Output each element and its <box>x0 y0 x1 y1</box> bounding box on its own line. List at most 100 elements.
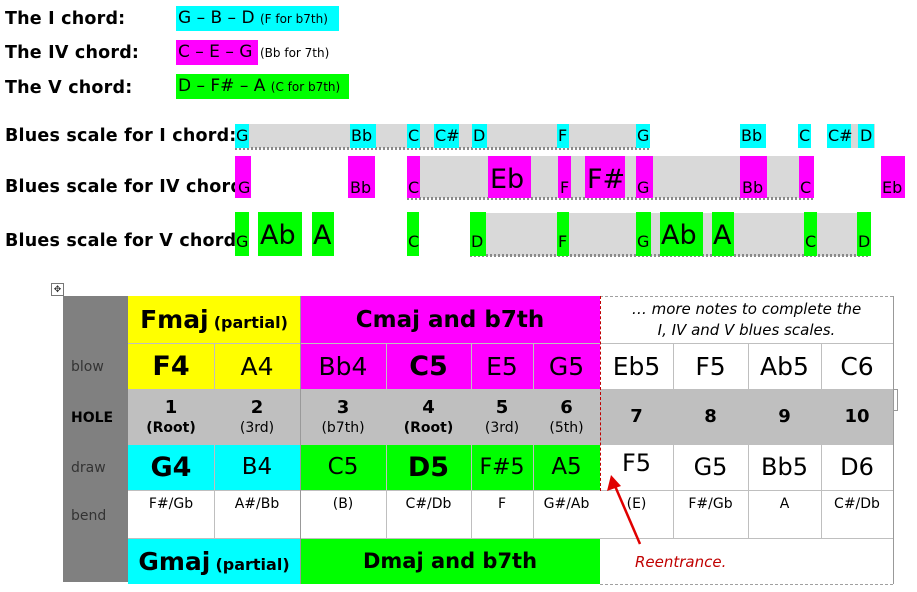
scale-v-hl <box>636 212 651 256</box>
hole-cell: 9 <box>748 389 821 444</box>
row-label-hole: HOLE <box>71 410 114 426</box>
draw-note: Bb5 <box>761 453 808 481</box>
bend-note: (B) <box>332 496 354 512</box>
more-notes-line1: … more notes to complete the <box>631 299 862 318</box>
grid-line <box>600 584 893 585</box>
hole-number: 7 <box>630 405 643 427</box>
hole-number: 4 <box>422 396 435 418</box>
scale-i-label: Blues scale for I chord: <box>5 126 237 146</box>
hole-cell: 2(3rd) <box>214 389 300 444</box>
blow-note: Bb4 <box>318 351 368 381</box>
hole-cell: 1(Root) <box>128 389 214 444</box>
scale-v-note: C <box>408 232 420 251</box>
hole-cell: 6(5th) <box>533 389 600 444</box>
scale-i-note: C# <box>828 126 853 145</box>
scale-iv-hl <box>348 156 375 198</box>
dmaj-title: Dmaj and b7th <box>362 549 538 573</box>
scale-i-hl <box>407 124 420 148</box>
grid-line <box>673 343 674 538</box>
scale-v-note: A <box>313 220 332 251</box>
hole-number: 5 <box>495 396 509 418</box>
scale-v-note: G <box>236 232 249 251</box>
scale-v-hl <box>235 212 249 256</box>
grid-line <box>748 343 749 538</box>
cmaj-group-cell: Cmaj and b7th <box>300 296 600 343</box>
scale-iv-hl <box>235 156 251 198</box>
scale-i-note: F <box>558 126 568 145</box>
bend-note: G#/Ab <box>543 496 590 512</box>
hole-cell: 7 <box>600 389 673 444</box>
reentrance-arrow-icon <box>607 475 642 545</box>
hole-cell: 4(Root) <box>386 389 471 444</box>
blow-note: Ab5 <box>760 351 809 381</box>
iv-chord-extra: (Bb for 7th) <box>260 46 330 60</box>
scale-iv-squiggle <box>407 197 813 200</box>
iv-chord-label: The IV chord: <box>5 43 140 63</box>
scale-v-note: Ab <box>260 220 296 251</box>
draw-note: F#5 <box>479 454 525 480</box>
scale-iv-note: F# <box>587 164 626 195</box>
row-label-draw: draw <box>71 460 106 476</box>
row-label-bend: bend <box>71 508 107 524</box>
draw-note: G4 <box>150 451 192 483</box>
scale-v-hl <box>857 212 871 256</box>
hole-label-cell <box>63 389 128 444</box>
scale-i-note: Bb <box>351 126 373 145</box>
scale-iv-hl <box>407 156 420 198</box>
scale-iv-note: Eb <box>882 178 903 197</box>
gmaj-group-cell: Gmaj (partial) <box>128 538 300 584</box>
scale-iv-hl <box>558 156 571 198</box>
i-chord-notes: G – B – D (F for b7th) <box>176 6 339 31</box>
blow-note: G5 <box>548 351 585 381</box>
hole-number: 2 <box>250 396 264 418</box>
scale-iv-hl <box>488 156 531 198</box>
scale-i-hl <box>827 124 851 148</box>
hole-interval: (3rd) <box>484 419 520 436</box>
blow-note: F4 <box>152 350 190 382</box>
hole-row <box>63 389 893 444</box>
bend-note: C#/Db <box>834 496 880 512</box>
grid-line <box>893 296 894 584</box>
scale-iv-hl <box>881 156 905 198</box>
scale-v-hl <box>312 212 334 256</box>
scale-i-note: G <box>637 126 650 145</box>
table-move-handle-icon[interactable]: ✥ <box>51 283 64 296</box>
hole-number: 6 <box>560 396 573 418</box>
scale-iv-hl <box>799 156 814 198</box>
grid-line <box>128 490 893 491</box>
draw-green-bg <box>300 444 600 490</box>
hole-number: 3 <box>336 396 350 418</box>
grid-line <box>386 343 387 538</box>
draw-note: D5 <box>407 451 450 483</box>
bend-note: F#/Gb <box>148 496 194 512</box>
scale-v-note: D <box>471 232 484 251</box>
fmaj-group-cell: Fmaj (partial) <box>128 296 300 343</box>
i-chord-label: The I chord: <box>5 9 126 29</box>
scale-i-note: D <box>473 126 486 145</box>
reentrance-divider <box>600 296 601 491</box>
grid-line <box>128 538 893 539</box>
scale-i-squiggle <box>235 147 649 150</box>
scale-v-hl <box>557 212 569 256</box>
scale-v-note: C <box>805 232 817 251</box>
gmaj-suffix: (partial) <box>215 554 290 574</box>
i-chord-extra: (F for b7th) <box>259 12 328 26</box>
hole-number: 10 <box>844 405 870 427</box>
scale-iv-hl <box>636 156 653 198</box>
iv-chord-notes: C – E – G <box>176 40 258 65</box>
table-edge-mark <box>893 389 898 411</box>
draw-note: F5 <box>621 449 652 477</box>
scale-v-label: Blues scale for V chord: <box>5 231 244 251</box>
scale-iv-note: G <box>637 178 650 197</box>
more-notes-cell: … more notes to complete the I, IV and V… <box>600 296 893 343</box>
i-chord-notes-text: G – B – D <box>178 8 255 28</box>
more-notes-line2: I, IV and V blues scales. <box>657 320 836 339</box>
grid-line <box>128 343 893 344</box>
scale-i-hl <box>557 124 569 148</box>
blow-note: A4 <box>240 351 274 381</box>
bend-note: (E) <box>626 496 647 512</box>
iv-chord-extra-wrap: (Bb for 7th) <box>258 40 329 65</box>
scale-i-hl <box>350 124 376 148</box>
hole-interval: (3rd) <box>239 419 275 436</box>
hole-interval: (Root) <box>403 419 454 436</box>
